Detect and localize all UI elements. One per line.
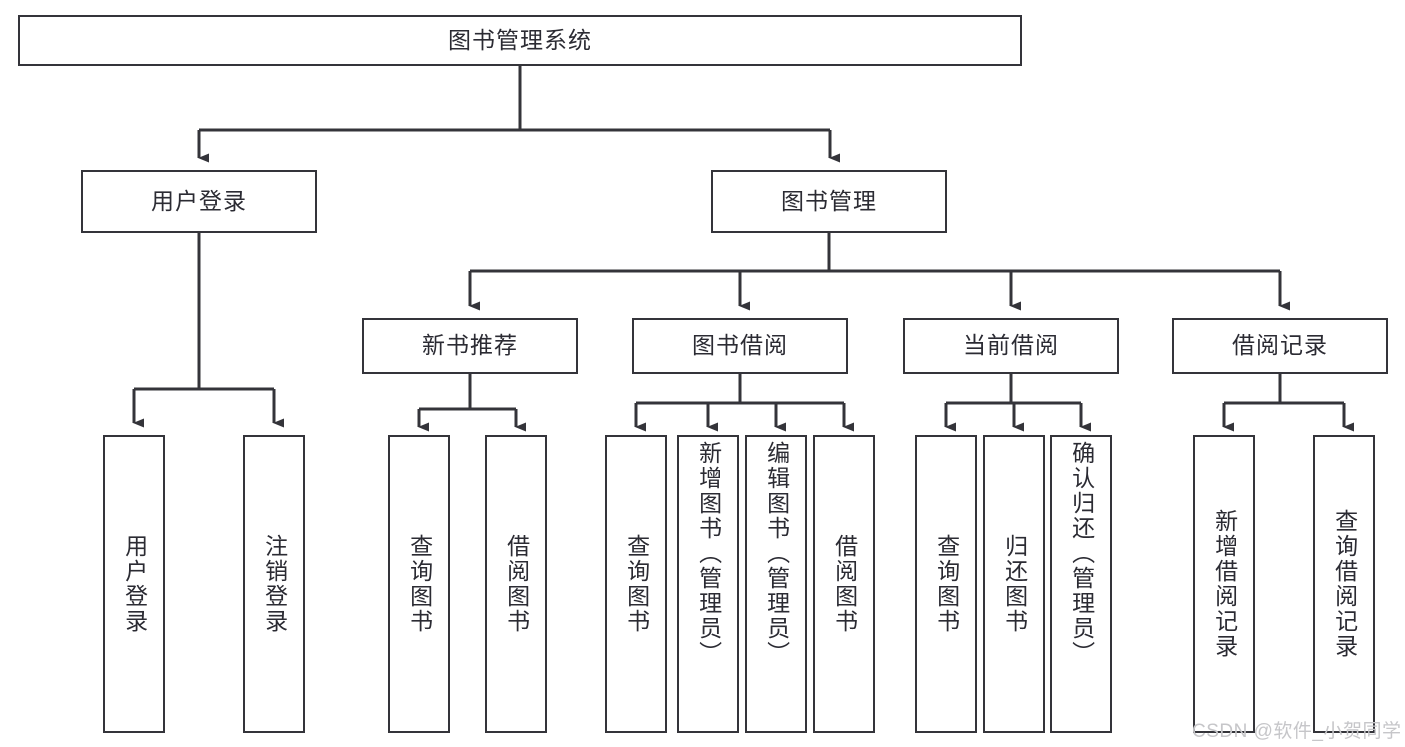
csdn-watermark: CSDN @软件_小贺同学 bbox=[1192, 721, 1402, 742]
node-leaf-query-book-1-label: 查询图书 bbox=[406, 534, 433, 634]
user-login-to-leaves-connectors bbox=[132, 233, 284, 428]
current-borrow-to-leaves-connectors bbox=[944, 374, 1091, 432]
node-leaf-borrow-book-1[interactable]: 借阅图书 bbox=[485, 435, 547, 733]
node-book-manage[interactable]: 图书管理 bbox=[711, 170, 947, 233]
book-manage-to-level3-connectors bbox=[468, 233, 1290, 311]
node-current-borrow[interactable]: 当前借阅 bbox=[903, 318, 1119, 374]
node-leaf-add-record[interactable]: 新增借阅记录 bbox=[1193, 435, 1255, 733]
node-leaf-add-book-label: 新增图书（管理员） bbox=[695, 441, 722, 666]
node-leaf-query-book-3-label: 查询图书 bbox=[933, 534, 960, 634]
node-leaf-query-book-2[interactable]: 查询图书 bbox=[605, 435, 667, 733]
node-new-book-recommend-label: 新书推荐 bbox=[422, 332, 518, 359]
node-leaf-borrow-book-2-label: 借阅图书 bbox=[831, 534, 858, 634]
node-leaf-query-record[interactable]: 查询借阅记录 bbox=[1313, 435, 1375, 733]
node-leaf-edit-book-label: 编辑图书（管理员） bbox=[763, 441, 790, 666]
borrow-record-to-leaves-connectors bbox=[1222, 374, 1354, 432]
node-leaf-user-logout-label: 注销登录 bbox=[261, 534, 288, 634]
node-leaf-return-book[interactable]: 归还图书 bbox=[983, 435, 1045, 733]
node-leaf-query-record-label: 查询借阅记录 bbox=[1331, 509, 1358, 659]
node-leaf-confirm-return-label: 确认归还（管理员） bbox=[1068, 441, 1095, 666]
node-book-borrow[interactable]: 图书借阅 bbox=[632, 318, 848, 374]
node-new-book-recommend[interactable]: 新书推荐 bbox=[362, 318, 578, 374]
book-borrow-to-leaves-connectors bbox=[634, 374, 854, 432]
node-leaf-confirm-return[interactable]: 确认归还（管理员） bbox=[1050, 435, 1112, 733]
node-leaf-edit-book[interactable]: 编辑图书（管理员） bbox=[745, 435, 807, 733]
node-root[interactable]: 图书管理系统 bbox=[18, 15, 1022, 66]
new-book-recommend-to-leaves-connectors bbox=[417, 374, 526, 432]
node-leaf-query-book-1[interactable]: 查询图书 bbox=[388, 435, 450, 733]
node-leaf-add-record-label: 新增借阅记录 bbox=[1211, 509, 1238, 659]
node-borrow-record[interactable]: 借阅记录 bbox=[1172, 318, 1388, 374]
node-root-label: 图书管理系统 bbox=[448, 26, 592, 53]
node-current-borrow-label: 当前借阅 bbox=[963, 332, 1059, 359]
node-book-manage-label: 图书管理 bbox=[781, 187, 877, 214]
node-leaf-user-logout[interactable]: 注销登录 bbox=[243, 435, 305, 733]
node-borrow-record-label: 借阅记录 bbox=[1232, 332, 1328, 359]
node-leaf-query-book-2-label: 查询图书 bbox=[623, 534, 650, 634]
node-user-login[interactable]: 用户登录 bbox=[81, 170, 317, 233]
node-leaf-add-book[interactable]: 新增图书（管理员） bbox=[677, 435, 739, 733]
node-leaf-query-book-3[interactable]: 查询图书 bbox=[915, 435, 977, 733]
node-leaf-borrow-book-1-label: 借阅图书 bbox=[503, 534, 530, 634]
root-to-level2-connectors bbox=[197, 66, 840, 163]
node-leaf-borrow-book-2[interactable]: 借阅图书 bbox=[813, 435, 875, 733]
node-leaf-user-login[interactable]: 用户登录 bbox=[103, 435, 165, 733]
node-user-login-label: 用户登录 bbox=[151, 187, 247, 214]
node-book-borrow-label: 图书借阅 bbox=[692, 332, 788, 359]
node-leaf-user-login-label: 用户登录 bbox=[121, 534, 148, 634]
node-leaf-return-book-label: 归还图书 bbox=[1001, 534, 1028, 634]
